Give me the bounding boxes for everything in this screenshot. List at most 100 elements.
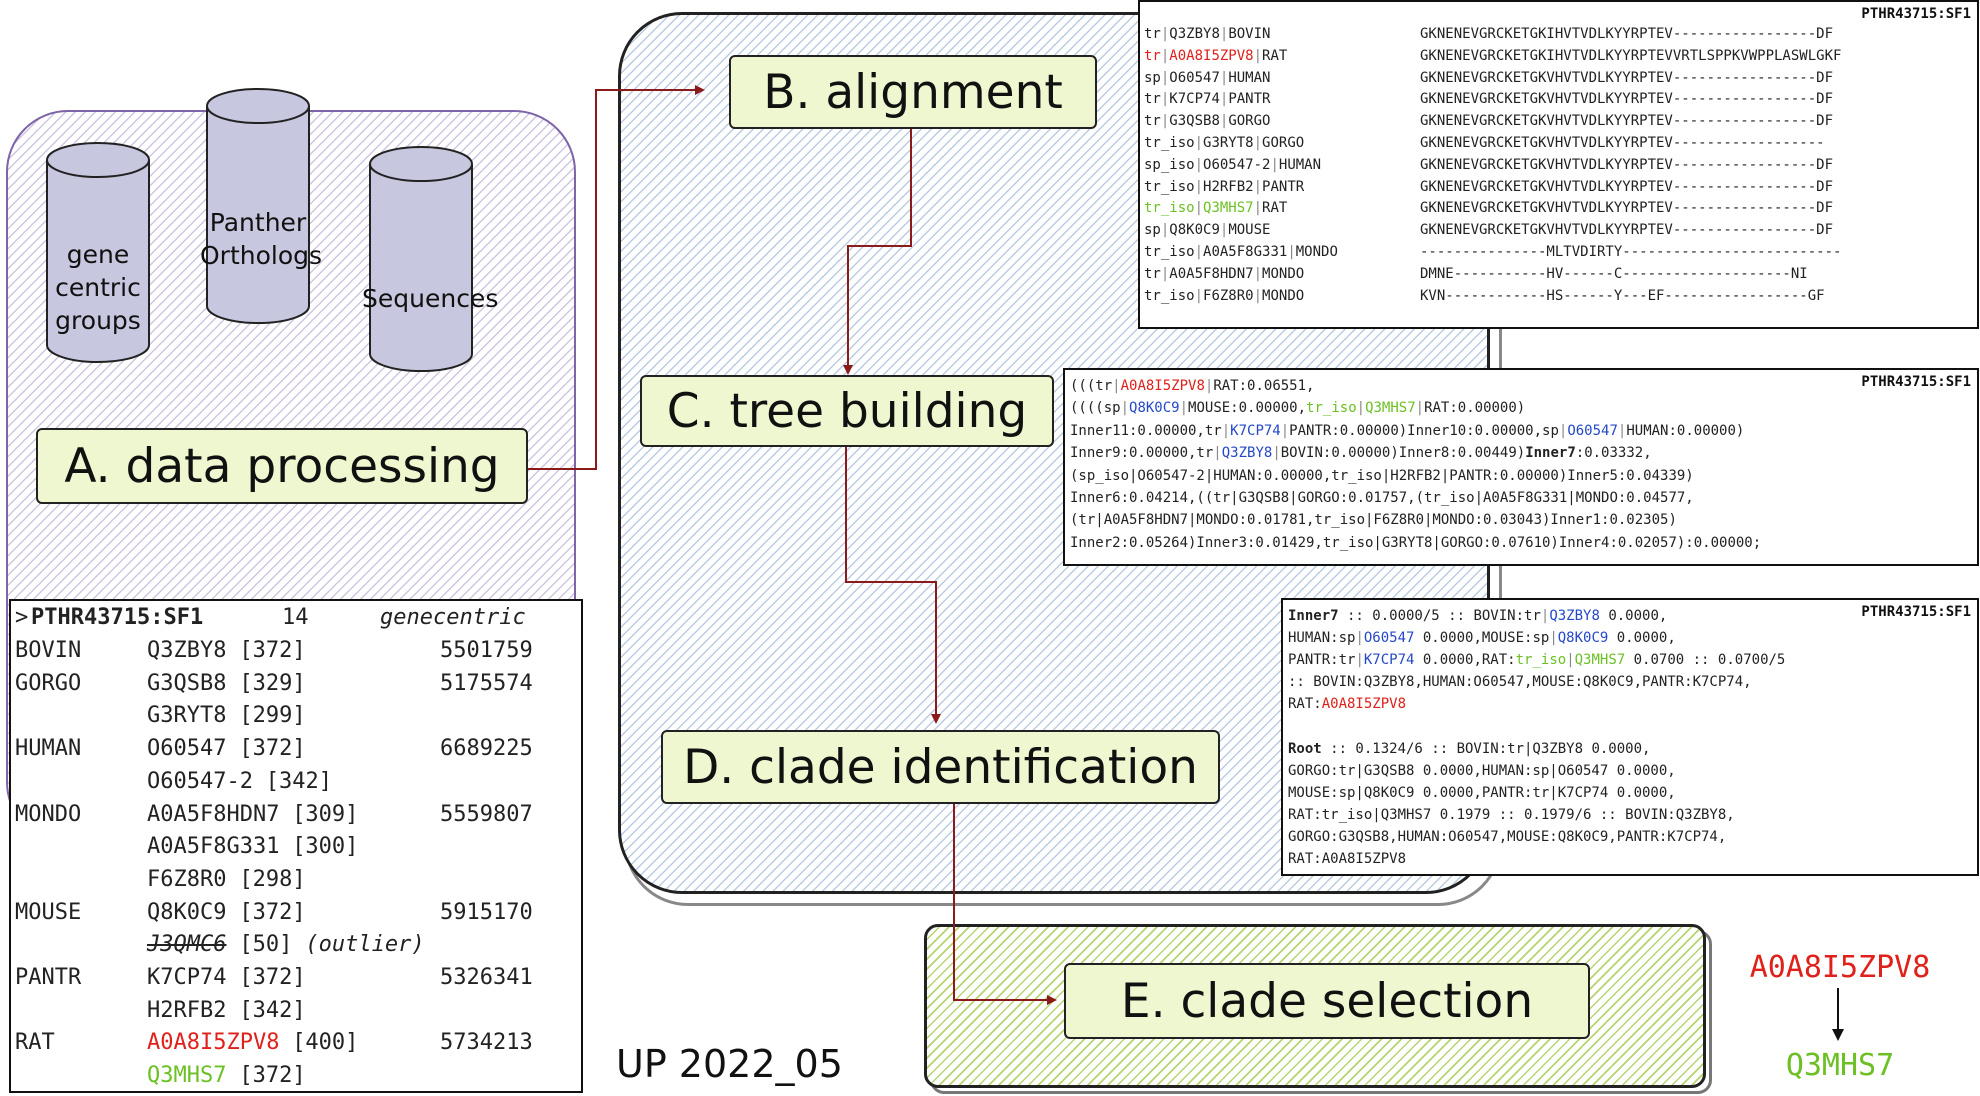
species-code: GORGO (1262, 135, 1305, 151)
text-segment: Root (1288, 740, 1322, 757)
genecentric-row: J3QMC6[50](outlier) (15, 928, 555, 961)
sequence-count: 14 (282, 605, 309, 630)
tree-panel: PTHR43715:SF1 (((tr|A0A8I5ZPV8|RAT:0.065… (1063, 368, 1979, 566)
alignment-row: tr_iso|Q3MHS7|RAT GKNENEVGRCKETGKVHVTVDLK… (1144, 198, 1973, 219)
separator: | (1219, 222, 1229, 239)
sequence-identifier: tr_iso|Q3MHS7|RAT (1144, 198, 1287, 219)
proteome-id: 5326341 (440, 965, 533, 990)
text-segment: 0.0000,MOUSE:sp (1414, 630, 1550, 647)
database-code: tr (1144, 265, 1161, 282)
text-segment: :: BOVIN:Q3ZBY8,HUMAN:O60547,MOUSE:Q8K0C… (1288, 674, 1752, 691)
text-segment: Q3ZBY8 (1221, 445, 1273, 462)
separator: | (1213, 445, 1222, 462)
database-code: sp_iso (1144, 156, 1195, 173)
separator: | (1160, 222, 1170, 239)
text-segment: :: 0.1324/6 :: BOVIN:tr|Q3ZBY8 0.0000, (1321, 740, 1651, 757)
separator: | (1194, 135, 1204, 151)
step-alignment[interactable]: B. alignment (729, 55, 1097, 129)
sequence-length: [400] (292, 1030, 359, 1056)
accession: G3RYT8 (147, 703, 227, 729)
text-segment: Inner7 (1525, 445, 1576, 462)
species-code: MONDO (1262, 265, 1305, 282)
step-tree-building[interactable]: C. tree building (640, 375, 1054, 447)
separator: | (1287, 244, 1296, 260)
text-segment: :: 0.0000/5 :: BOVIN:tr (1338, 608, 1541, 624)
separator: | (1253, 265, 1263, 282)
text-segment: Inner7 (1288, 608, 1339, 624)
separator: | (1253, 135, 1263, 151)
clade-line: Root :: 0.1324/6 :: BOVIN:tr|Q3ZBY8 0.00… (1288, 739, 1650, 760)
text-segment: MOUSE:sp|Q8K0C9 0.0000,PANTR:tr|K7CP74 0… (1288, 784, 1676, 801)
text-segment: Q3MHS7 (1574, 652, 1626, 669)
sequence-identifier: sp|O60547|HUMAN (1144, 68, 1270, 89)
aligned-sequence: GKNENEVGRCKETGKIHVTVDLKYYRPTEVVRTLSPPKVW… (1420, 47, 1842, 64)
clade-line: GORGO:G3QSB8,HUMAN:O60547,MOUSE:Q8K0C9,P… (1288, 827, 1726, 848)
arrow-c-to-d (845, 445, 941, 724)
alignment-row: tr_iso|A0A5F8G331|MONDO---------------ML… (1144, 242, 1973, 263)
text-segment: 0.0000,RAT: (1414, 652, 1516, 669)
step-clade-selection-label: E. clade selection (1120, 973, 1534, 1029)
fasta-prefix: > (15, 605, 29, 630)
separator: | (1549, 630, 1558, 647)
accession: A0A5F8HDN7 (147, 801, 280, 827)
species-code: RAT (1262, 47, 1288, 64)
step-clade-identification[interactable]: D. clade identification (661, 730, 1220, 804)
text-segment: Q8K0C9 (1557, 630, 1609, 647)
newick-line: (tr|A0A5F8HDN7|MONDO:0.01781,tr_iso|F6Z8… (1070, 510, 1677, 531)
accession: A0A5F8G331 (147, 834, 280, 860)
sequence-length: [329] (239, 670, 306, 696)
outlier-note: (outlier) (305, 932, 425, 958)
separator: | (1253, 200, 1263, 217)
step-data-processing[interactable]: A. data processing (36, 428, 528, 504)
database-cylinders (46, 88, 473, 372)
aligned-sequence: GKNENEVGRCKETGKVHVTVDLKYYRPTEV----------… (1420, 222, 1834, 239)
separator: | (1219, 91, 1229, 108)
genecentric-row: F6Z8R0[298] (15, 863, 555, 896)
separator: | (1194, 244, 1204, 260)
panther-orthologs-database-icon (206, 88, 310, 324)
accession: G3QSB8 (147, 670, 227, 696)
genecentric-row: Q3MHS7[372] (15, 1059, 555, 1092)
text-segment: 0.0700 :: 0.0700/5 (1625, 652, 1786, 669)
accession: K7CP74 (1169, 91, 1220, 108)
panther-orthologs-label-line: Orthologs (200, 241, 323, 270)
separator: | (1272, 445, 1281, 462)
text-segment: RAT:0.06551, (1213, 378, 1315, 394)
separator: | (1160, 26, 1170, 42)
species-code: PANTR (1262, 178, 1305, 195)
newick-line: Inner9:0.00000,tr|Q3ZBY8|BOVIN:0.00000)I… (1070, 443, 1652, 464)
clade-line: GORGO:tr|G3QSB8 0.0000,HUMAN:sp|O60547 0… (1288, 761, 1676, 782)
separator: | (1566, 652, 1575, 669)
species-code: BOVIN (15, 638, 82, 663)
clade-line: Inner7 :: 0.0000/5 :: BOVIN:tr|Q3ZBY8 0.… (1288, 606, 1667, 627)
text-segment: Inner6:0.04214,((tr|G3QSB8|GORGO:0.01757… (1070, 490, 1694, 506)
species-code: HUMAN (15, 736, 82, 762)
text-segment: Inner9:0.00000,tr (1070, 445, 1214, 462)
database-code: tr (1144, 91, 1161, 108)
selected-from-accession: A0A8I5ZPV8 (1749, 950, 1931, 985)
clade-line: RAT:A0A8I5ZPV8 (1288, 849, 1406, 870)
species-code: MONDO (15, 801, 82, 827)
proteome-id: 5734213 (440, 1030, 533, 1056)
separator: | (1160, 113, 1170, 130)
arrow-b-to-c (843, 127, 912, 375)
genecentric-row: G3RYT8[299] (15, 699, 555, 732)
text-segment: K7CP74 (1363, 652, 1415, 669)
step-clade-selection[interactable]: E. clade selection (1064, 963, 1590, 1039)
sequences-database-icon (369, 146, 473, 372)
accession: A0A8I5ZPV8 (147, 1030, 280, 1056)
sequences-label: Sequences (362, 282, 498, 315)
text-segment: (((tr (1070, 378, 1113, 394)
aligned-sequence: GKNENEVGRCKETGKVHVTVDLKYYRPTEV----------… (1420, 200, 1834, 217)
accession: O60547-2 (147, 768, 253, 794)
step-clade-identification-label: D. clade identification (683, 739, 1198, 795)
arrow-a-to-b (524, 85, 705, 470)
genecentric-row: O60547-2[342] (15, 765, 555, 798)
sequence-identifier: tr|G3QSB8|GORGO (1144, 111, 1270, 132)
